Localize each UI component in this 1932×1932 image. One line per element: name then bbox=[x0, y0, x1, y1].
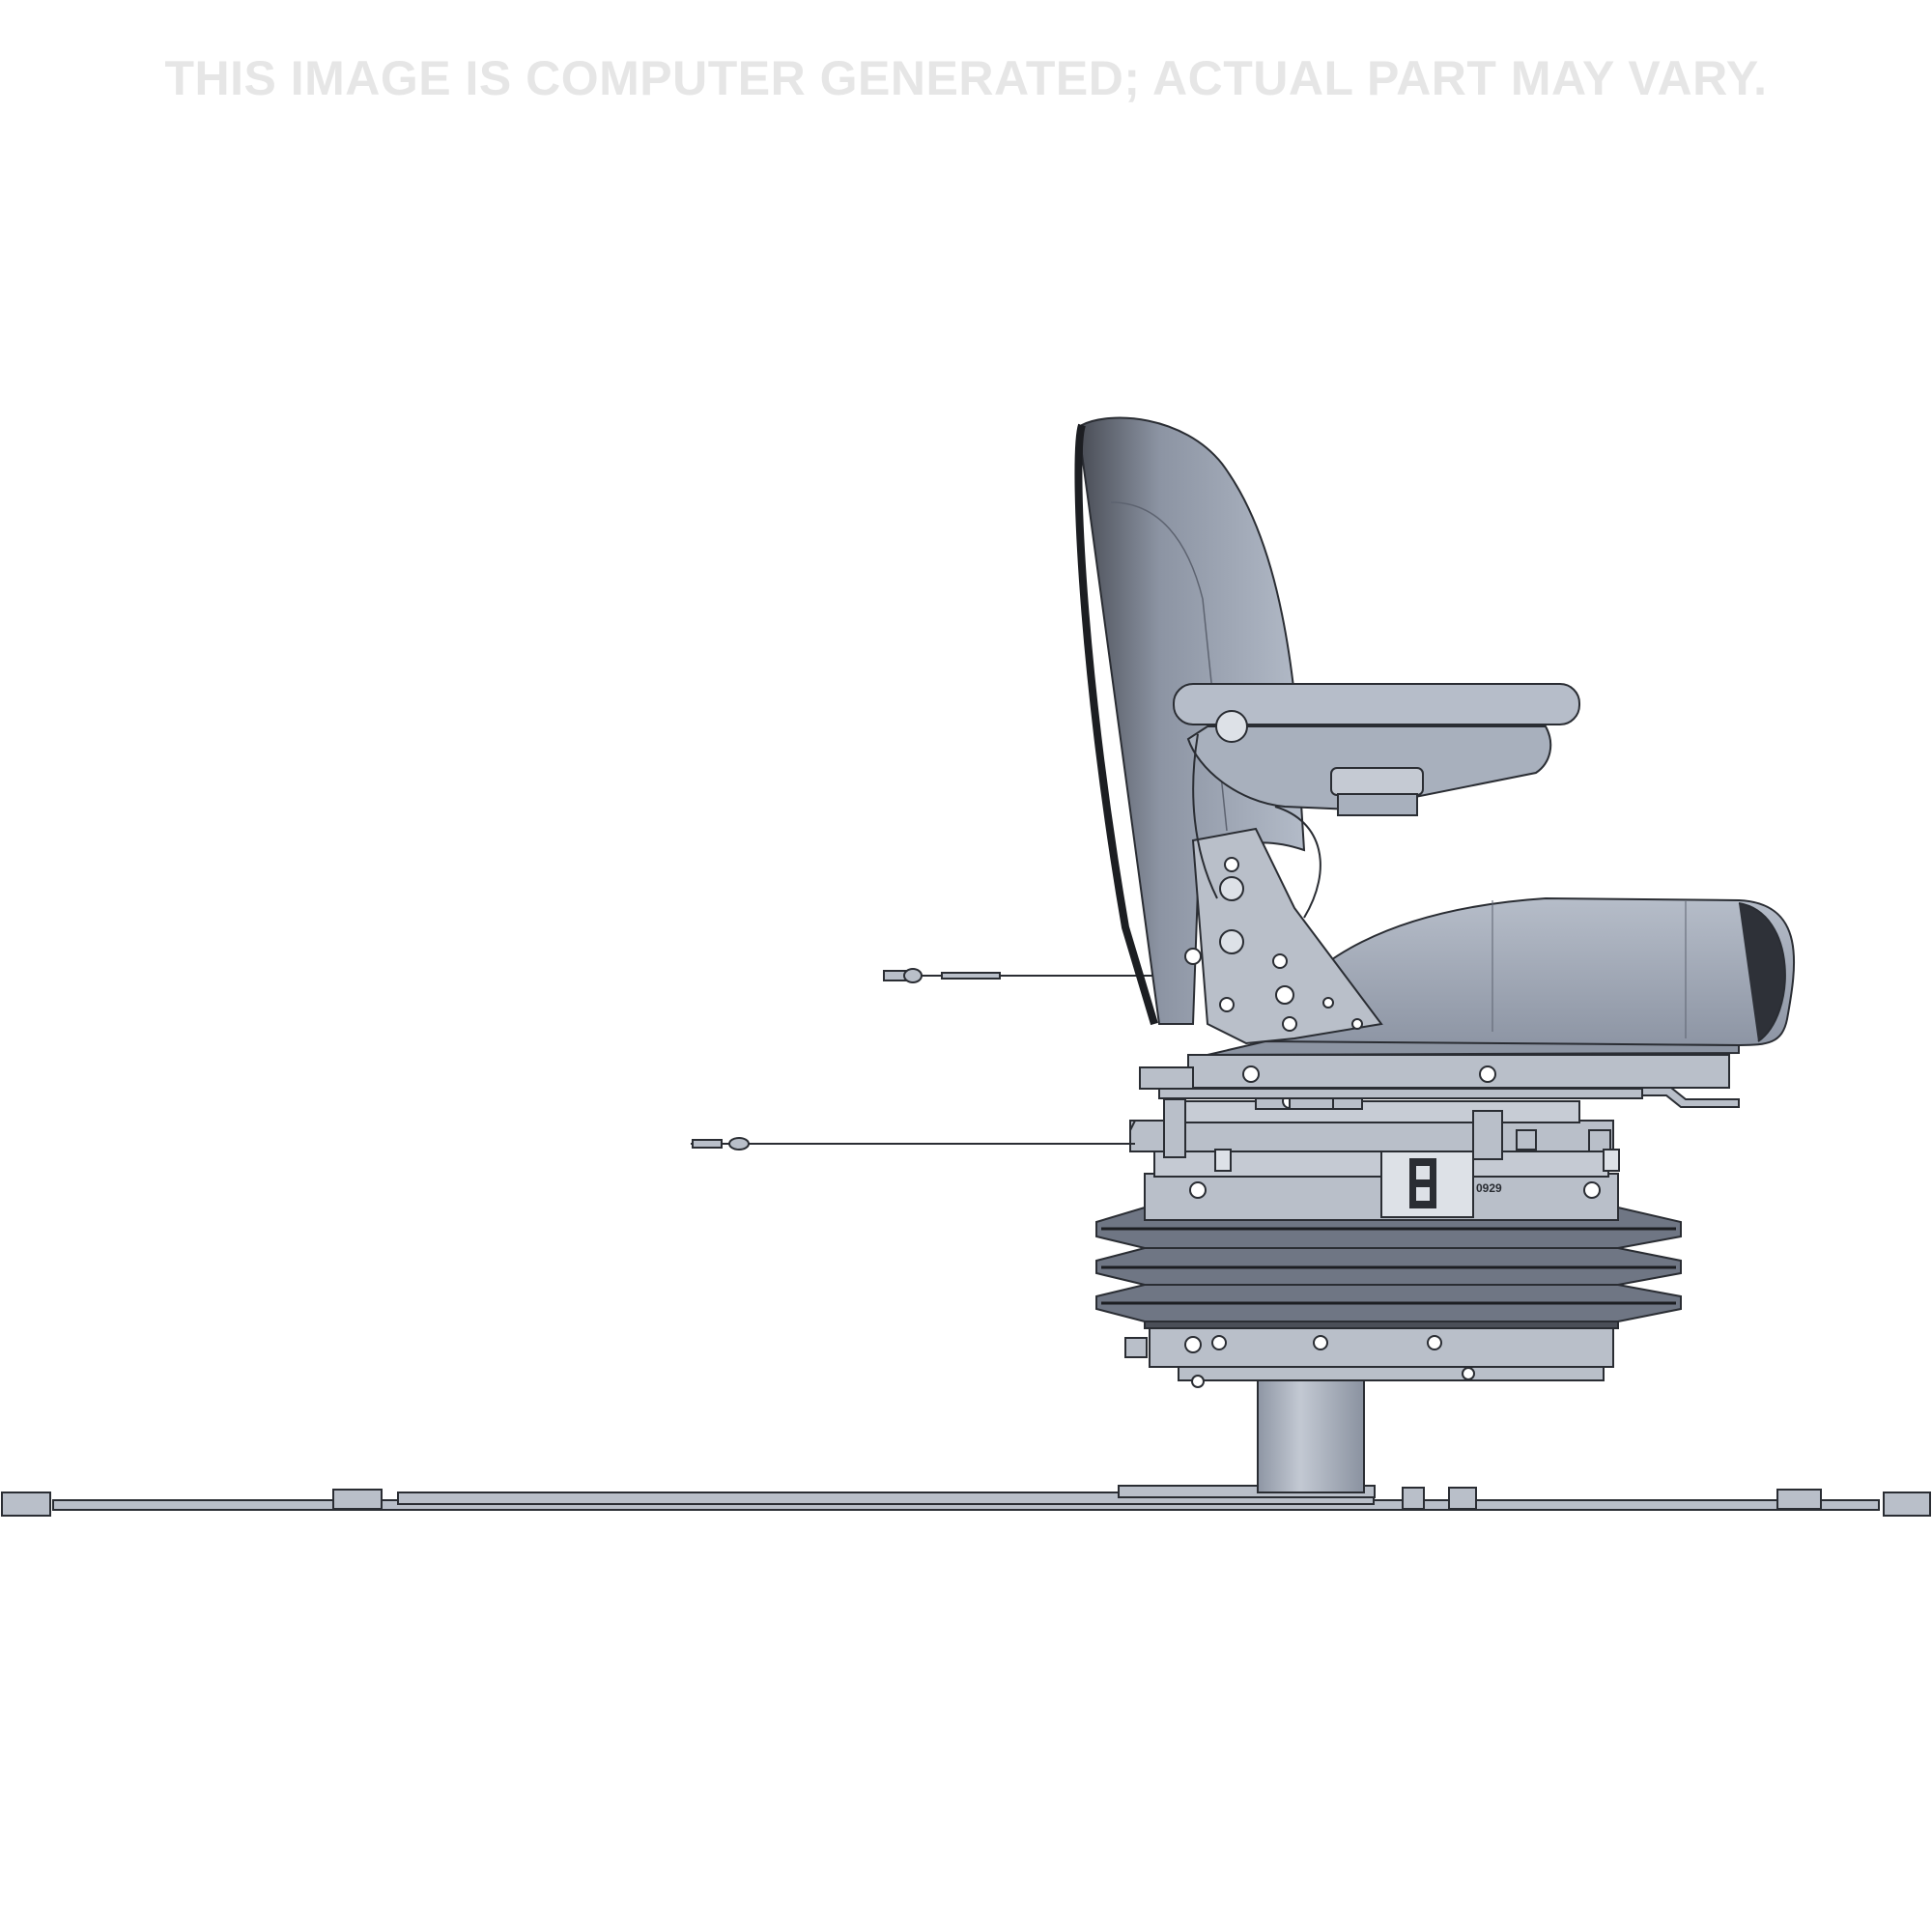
backrest-recline-bracket bbox=[1184, 827, 1383, 1045]
suspension-housing: 0929 bbox=[1144, 1149, 1619, 1221]
pedestal-post bbox=[1257, 1366, 1365, 1493]
upper-seat-frame bbox=[1139, 1054, 1740, 1110]
disclaimer-watermark: THIS IMAGE IS COMPUTER GENERATED; ACTUAL… bbox=[164, 51, 1768, 105]
adjustment-cables bbox=[691, 968, 1174, 1151]
floor-rail bbox=[1, 1485, 1931, 1517]
seat-cushion bbox=[1207, 896, 1796, 1056]
seat-slide-mechanism bbox=[1129, 1089, 1620, 1172]
armrest bbox=[1173, 683, 1580, 919]
part-marking-label: 0929 bbox=[1476, 1181, 1502, 1195]
suspension-base-plate bbox=[1124, 1327, 1614, 1388]
